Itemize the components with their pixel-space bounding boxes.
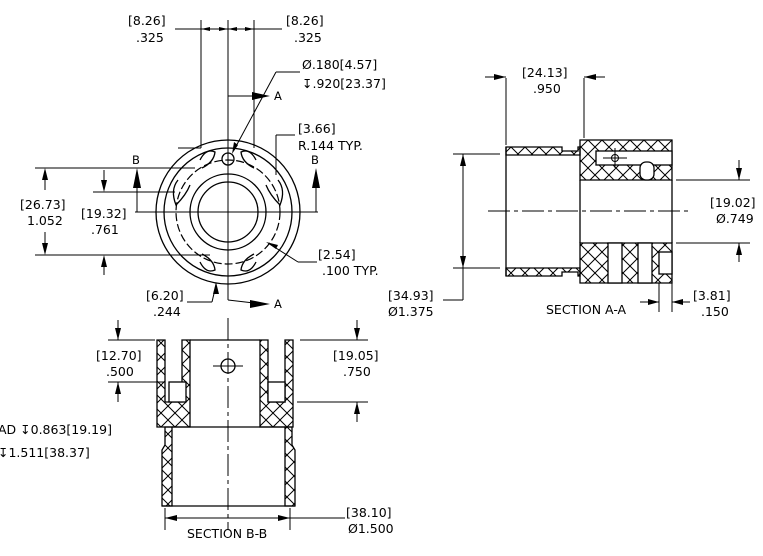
section-arrow-b-left	[133, 168, 141, 188]
section-b-outer-in: Ø1.500	[348, 521, 394, 536]
bottom-callout-mm: [6.20]	[146, 288, 184, 303]
section-a-outer-in: Ø1.375	[388, 304, 434, 319]
bore-circle	[197, 181, 259, 243]
section-a-bore-in: Ø.749	[716, 211, 754, 226]
section-a-outer-mm: [34.93]	[388, 288, 434, 303]
section-b-right-in: .750	[343, 364, 371, 379]
hole-callout-depth: ↧.920[23.37]	[302, 76, 386, 91]
dim-top-right-in: .325	[294, 30, 322, 45]
height-inner-in: .761	[91, 222, 119, 237]
section-a-a-view: [24.13] .950 [34.93] Ø1.375 [19.02] Ø.74…	[388, 65, 756, 319]
section-b-title: SECTION B-B	[187, 526, 267, 541]
section-a-slot-in: .150	[701, 304, 729, 319]
thread-note-1: AD ↧0.863[19.19]	[0, 422, 112, 437]
width-callout-note: .100 TYP.	[322, 263, 379, 278]
section-b-left-mm: [12.70]	[96, 348, 142, 363]
thread-note-2: ↧1.511[38.37]	[0, 445, 90, 460]
section-arrow-a-top	[252, 92, 270, 100]
section-label-a-bottom: A	[274, 297, 282, 311]
dim-top-left-in: .325	[136, 30, 164, 45]
front-view: A A B B [8.26]	[20, 13, 386, 319]
section-a-title: SECTION A-A	[546, 302, 627, 317]
bottom-callout-in: .244	[153, 304, 181, 319]
section-label-a-top: A	[274, 89, 282, 103]
radius-callout-mm: [3.66]	[298, 121, 336, 136]
radius-callout-note: R.144 TYP.	[298, 138, 363, 153]
section-b-left-in: .500	[106, 364, 134, 379]
height-outer-mm: [26.73]	[20, 197, 66, 212]
section-b-right-mm: [19.05]	[333, 348, 379, 363]
section-label-b-right: B	[311, 153, 319, 167]
section-a-slot-mm: [3.81]	[693, 288, 731, 303]
section-a-length-in: .950	[533, 81, 561, 96]
section-arrow-b-right	[312, 168, 320, 188]
pin-hole	[221, 152, 235, 166]
section-b-outer-mm: [38.10]	[346, 505, 392, 520]
section-b-b-view: [12.70] .500 [19.05] .750 [38.10] Ø1.500…	[0, 318, 394, 541]
section-a-length-mm: [24.13]	[522, 65, 568, 80]
height-outer-in: 1.052	[27, 213, 63, 228]
section-label-b-left: B	[132, 153, 140, 167]
hole-callout-diameter: Ø.180[4.57]	[302, 57, 377, 72]
section-a-bore-mm: [19.02]	[710, 195, 756, 210]
height-inner-mm: [19.32]	[81, 206, 127, 221]
dim-top-right-mm: [8.26]	[286, 13, 324, 28]
section-arrow-a-bottom	[250, 300, 270, 308]
outer-circle	[155, 139, 301, 285]
dim-top-left-mm: [8.26]	[128, 13, 166, 28]
width-callout-mm: [2.54]	[318, 247, 356, 262]
